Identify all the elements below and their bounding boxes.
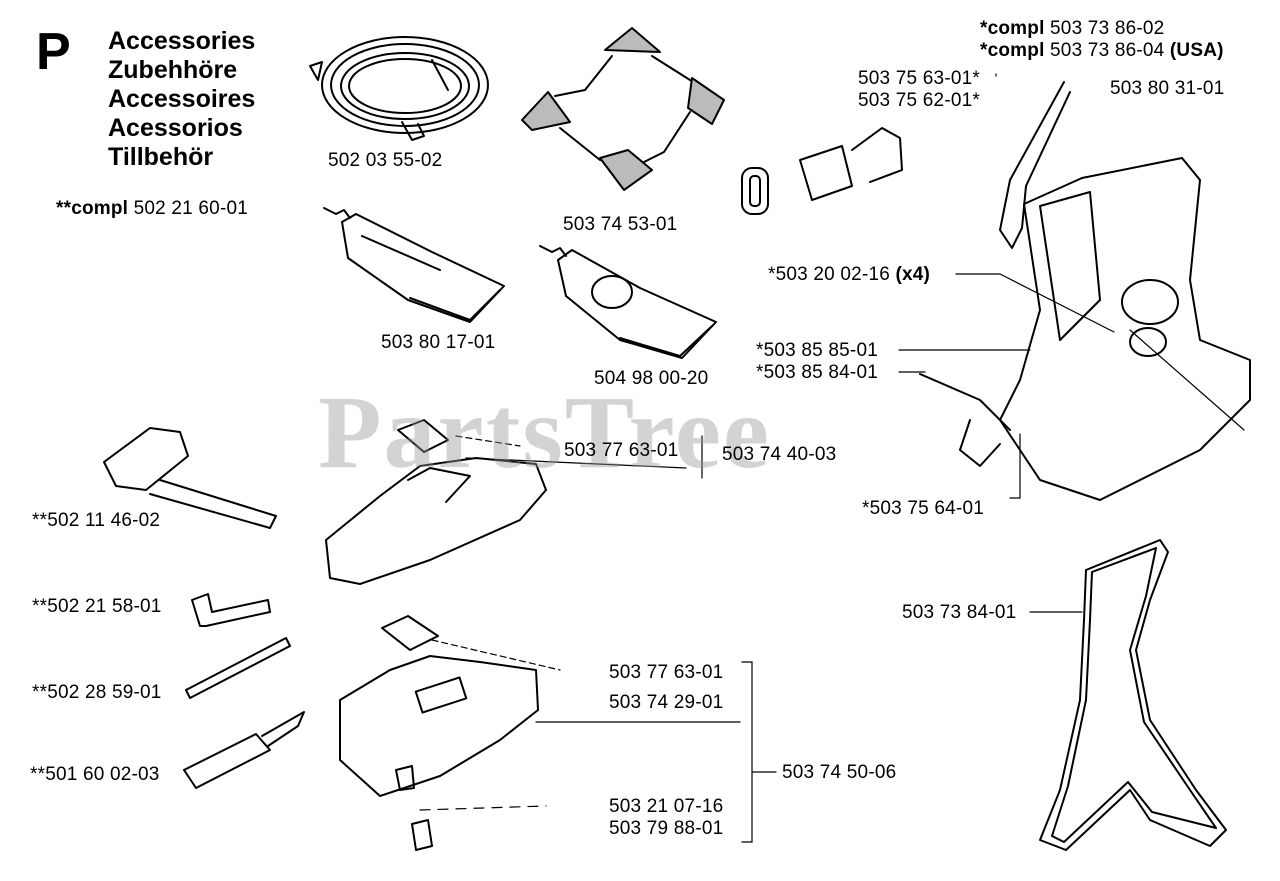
label-503-20-02-16: *503 20 02-16 (x4): [768, 264, 931, 285]
label-503-21-07-16: 503 21 07-16: [609, 796, 724, 817]
label-503-79-88-01: 503 79 88-01: [609, 818, 724, 839]
label-501-60-02-03: **501 60 02-03: [30, 764, 160, 785]
shoulder-harness-part: [521, 27, 725, 191]
label-503-80-31-01: 503 80 31-01: [1110, 78, 1225, 99]
title-sv: Tillbehör: [108, 143, 214, 171]
label-503-74-53-01: 503 74 53-01: [563, 214, 678, 235]
label-503-73-84-01: 503 73 84-01: [902, 602, 1017, 623]
screwdriver-part: [183, 711, 305, 789]
title-de: Zubehhöre: [108, 56, 238, 84]
label-503-74-40-03: 503 74 40-03: [722, 444, 837, 465]
label-503-77-63-01-upper: 503 77 63-01: [564, 440, 679, 461]
section-letter: P: [36, 23, 71, 81]
label-503-77-63-01-lower: 503 77 63-01: [609, 662, 724, 683]
watermark: PartsTree: [318, 375, 772, 490]
label-502-11-46-02: **502 11 46-02: [32, 510, 161, 531]
label-503-75-64-01: *503 75 64-01: [862, 498, 984, 519]
combination-wrench-part: [103, 427, 277, 529]
label-503-85-84-01: *503 85 84-01: [756, 362, 878, 383]
hex-key-part: [191, 593, 271, 627]
label-compl-503-73-86-04: *compl 503 73 86-04 (USA): [980, 40, 1224, 61]
backpack-leader-lines: [898, 73, 1245, 613]
label-504-98-00-20: 504 98 00-20: [594, 368, 709, 389]
label-503-75-62-01: 503 75 62-01*: [858, 90, 980, 111]
coil-ring-part: [309, 36, 489, 141]
backpack-frame-part: [919, 157, 1251, 501]
label-compl-502-21-60-01: **compl 502 21 60-01: [56, 198, 249, 219]
grease-tube-part: [323, 207, 505, 323]
label-compl-503-73-86-02: *compl 503 73 86-02: [980, 18, 1165, 39]
grease-tube-part-2: [539, 245, 717, 359]
frame-loop-part: [1039, 539, 1227, 851]
label-503-85-85-01: *503 85 85-01: [756, 340, 878, 361]
label-503-75-63-01: 503 75 63-01*: [858, 68, 980, 89]
label-502-28-59-01: **502 28 59-01: [32, 682, 162, 703]
rod-part: [185, 637, 291, 699]
title-en: Accessories: [108, 27, 256, 55]
label-502-03-55-02: 502 03 55-02: [328, 150, 443, 171]
label-503-74-29-01: 503 74 29-01: [609, 692, 724, 713]
upper-guard-part: [325, 419, 703, 585]
section-titles: Accessories Zubehhöre Accessoires Acesso…: [108, 27, 255, 172]
label-503-80-17-01: 503 80 17-01: [381, 332, 496, 353]
buckle-parts: [741, 127, 903, 215]
title-pt: Acessorios: [108, 114, 243, 142]
label-502-21-58-01: **502 21 58-01: [32, 596, 162, 617]
lower-guard-part: [339, 615, 777, 851]
trimmer-rod-part: [999, 81, 1071, 249]
title-fr: Accessoires: [108, 85, 256, 113]
label-503-74-50-06: 503 74 50-06: [782, 762, 897, 783]
